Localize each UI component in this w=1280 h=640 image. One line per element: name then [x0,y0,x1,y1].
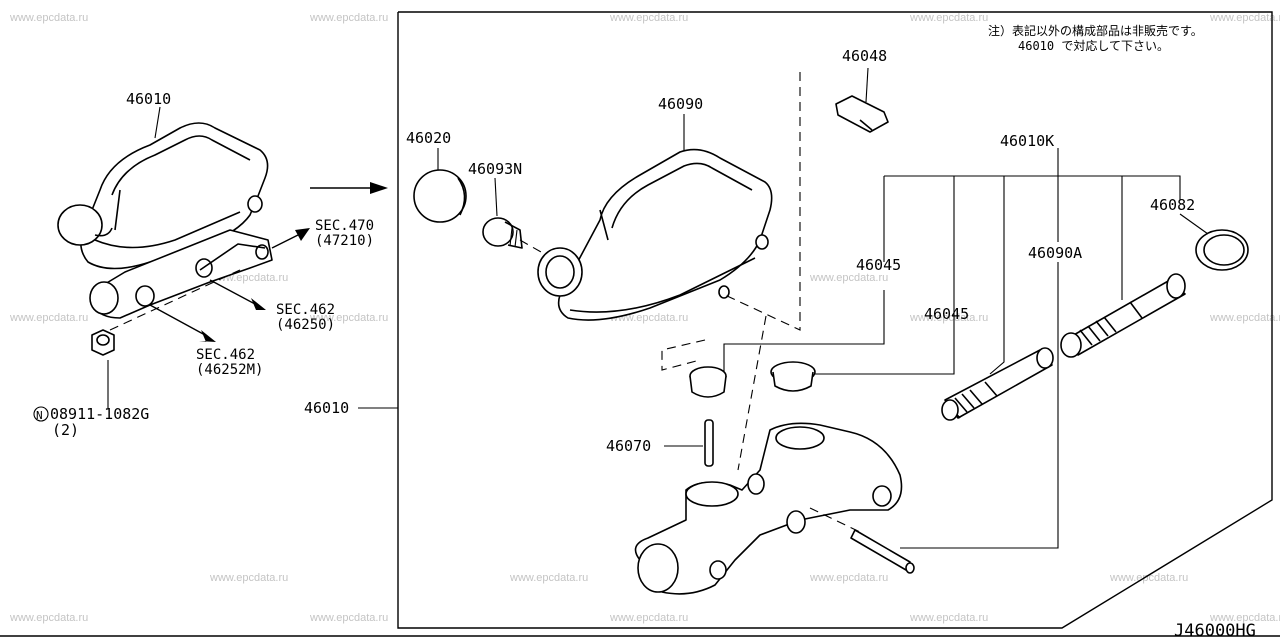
watermark: www.epcdata.ru [309,312,388,324]
watermark: www.epcdata.ru [609,612,688,624]
label-sec462-b[interactable]: SEC.462 [196,347,255,363]
label-left-assembly: 46010 [126,90,171,108]
label-nut-prefix: N [36,409,43,422]
label-sec470-sub: (47210) [315,233,374,249]
watermark: www.epcdata.ru [909,12,988,24]
watermark: www.epcdata.ru [1209,12,1280,24]
watermark: www.epcdata.ru [309,612,388,624]
watermarks: www.epcdata.ru www.epcdata.ru www.epcdat… [9,12,1280,624]
label-sensor[interactable]: 46048 [842,47,887,65]
label-sec462-a-sub: (46250) [276,317,335,333]
watermark: www.epcdata.ru [609,12,688,24]
label-sec462-a[interactable]: SEC.462 [276,302,335,318]
watermark: www.epcdata.ru [809,572,888,584]
label-reservoir[interactable]: 46090 [658,95,703,113]
master-cylinder-assembly-drawing [57,106,310,408]
note-line-2: 46010 で対応して下さい。 [1018,39,1169,53]
reference-code: J46000HG [1174,621,1256,640]
watermark: www.epcdata.ru [1209,612,1280,624]
label-sec470[interactable]: SEC.470 [315,218,374,234]
label-seal[interactable]: 46082 [1150,196,1195,214]
label-box-assembly[interactable]: 46010 [304,399,349,417]
nut-marker-circle [33,406,49,422]
label-grommet-2[interactable]: 46045 [924,305,969,323]
label-strainer[interactable]: 46093N [468,160,522,178]
watermark: www.epcdata.ru [9,12,88,24]
detail-frame [0,11,1280,637]
label-pin[interactable]: 46070 [606,437,651,455]
watermark: www.epcdata.ru [509,572,588,584]
watermark: www.epcdata.ru [1109,572,1188,584]
label-nut[interactable]: 08911-1082G [50,405,149,423]
watermark: www.epcdata.ru [909,612,988,624]
watermark: www.epcdata.ru [1209,312,1280,324]
watermark: www.epcdata.ru [9,612,88,624]
watermark: www.epcdata.ru [809,272,888,284]
label-sec462-b-sub: (46252M) [196,362,263,378]
label-grommet-1[interactable]: 46045 [856,256,901,274]
exploded-parts-drawing [413,67,1249,595]
label-cap[interactable]: 46020 [406,129,451,147]
label-nut-qty: (2) [52,421,79,439]
label-piston-kit[interactable]: 46090A [1028,244,1082,262]
watermark: www.epcdata.ru [309,12,388,24]
note-line-1: 注）表記以外の構成部品は非販売です。 [988,23,1203,38]
watermark: www.epcdata.ru [9,312,88,324]
watermark: www.epcdata.ru [909,312,988,324]
label-kit[interactable]: 46010K [1000,132,1054,150]
watermark: www.epcdata.ru [209,572,288,584]
